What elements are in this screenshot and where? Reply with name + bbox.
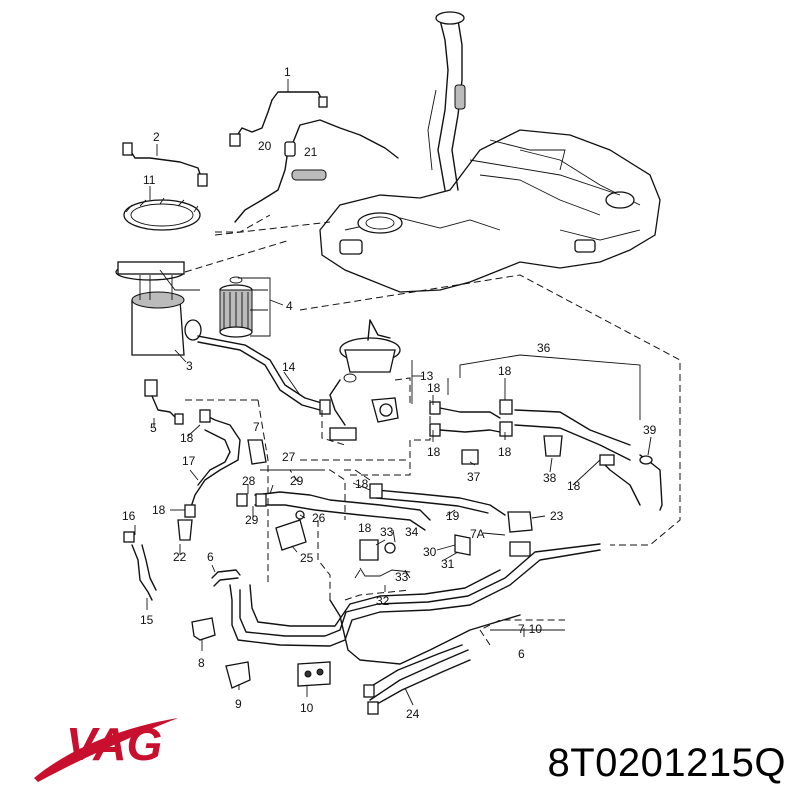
callout-21: 21: [304, 145, 318, 159]
callout-32: 32: [376, 594, 390, 608]
mounting-plate: [225, 661, 251, 689]
quick-connector: [123, 519, 193, 543]
callout-18-b: 18: [152, 503, 166, 517]
callout-37: 37: [467, 470, 481, 484]
callout-8: 8: [198, 656, 205, 670]
callout-14: 14: [282, 360, 296, 374]
callout-18-c: 18: [427, 381, 441, 395]
solenoid-valve: [275, 510, 307, 551]
callout-23: 23: [550, 509, 564, 523]
callout-2: 2: [153, 130, 160, 144]
callout-33-b: 33: [395, 570, 409, 584]
callout-36: 36: [537, 341, 551, 355]
callout-28: 28: [242, 474, 256, 488]
fuel-lines-upper: [234, 119, 399, 223]
callout-6b: 6: [518, 647, 525, 661]
fuel-rail-lines: [429, 399, 663, 511]
logo-swoosh: [34, 718, 178, 782]
fuel-pump-module: [115, 261, 202, 356]
callout-3: 3: [186, 359, 193, 373]
callout-13: 13: [420, 369, 434, 383]
locking-ring: [123, 197, 201, 231]
callout-6a: 6: [207, 550, 214, 564]
callout-17: 17: [182, 454, 196, 468]
callout-7a: 7A: [470, 527, 485, 541]
callout-24: 24: [406, 707, 420, 721]
callout-30: 30: [423, 545, 437, 559]
feed-line: [197, 335, 331, 415]
callout-25: 25: [300, 551, 314, 565]
underbody-lines: [229, 543, 601, 665]
drain-pipe: [131, 544, 157, 601]
vent-line: [122, 142, 208, 187]
callout-7-10: 7-10: [518, 622, 542, 636]
callout-7: 7: [253, 420, 260, 434]
purge-valve: [507, 511, 533, 557]
callout-18-i: 18: [358, 521, 372, 535]
clip-bracket: [247, 439, 267, 465]
callout-18-a: 18: [180, 431, 194, 445]
callout-18-e: 18: [498, 364, 512, 378]
callout-4: 4: [286, 299, 293, 313]
callout-16: 16: [122, 509, 136, 523]
group-outlines: [184, 214, 681, 646]
callout-11: 11: [143, 173, 156, 187]
fuel-tank: [319, 11, 661, 293]
callout-38: 38: [543, 471, 557, 485]
callout-19: 19: [446, 509, 460, 523]
callout-18-g: 18: [567, 479, 581, 493]
logo-text: VAG: [66, 718, 162, 770]
return-line-left: [184, 409, 241, 518]
breather-line: [229, 91, 328, 147]
callout-18-d: 18: [427, 445, 441, 459]
holder-bracket: [191, 617, 216, 641]
leader-lines: [134, 79, 652, 706]
sender-wire: [144, 379, 184, 425]
callout-20: 20: [258, 139, 272, 153]
callout-34: 34: [405, 525, 419, 539]
callout-26: 26: [312, 511, 326, 525]
supply-line: [369, 483, 506, 516]
callout-18-f: 18: [498, 445, 512, 459]
pipe-clamp: [297, 661, 331, 687]
callout-31: 31: [441, 557, 455, 571]
fuel-filter: [219, 276, 271, 338]
callout-15: 15: [140, 613, 154, 627]
vag-logo: VAG: [34, 718, 178, 782]
callout-9: 9: [235, 697, 242, 711]
connector-lines: [236, 491, 431, 531]
part-number: 8T0201215Q: [547, 741, 786, 785]
callout-39: 39: [643, 423, 657, 437]
callout-29-b: 29: [290, 474, 304, 488]
pipe-fittings: [359, 534, 471, 577]
callout-22: 22: [173, 550, 187, 564]
callout-18-h: 18: [355, 477, 369, 491]
pipe-segment: [211, 569, 241, 587]
transfer-pump: [329, 319, 401, 441]
tube-bundle: [363, 644, 471, 715]
callout-5: 5: [150, 421, 157, 435]
callout-27: 27: [282, 450, 296, 464]
callout-1: 1: [284, 65, 291, 79]
callout-labels: 1 2 3 4 5 6 6 7 7A 7-10 8 9 10 11 13 14 …: [122, 65, 657, 721]
callout-10: 10: [300, 701, 314, 715]
callout-29-a: 29: [245, 513, 259, 527]
callout-33-a: 33: [380, 525, 394, 539]
